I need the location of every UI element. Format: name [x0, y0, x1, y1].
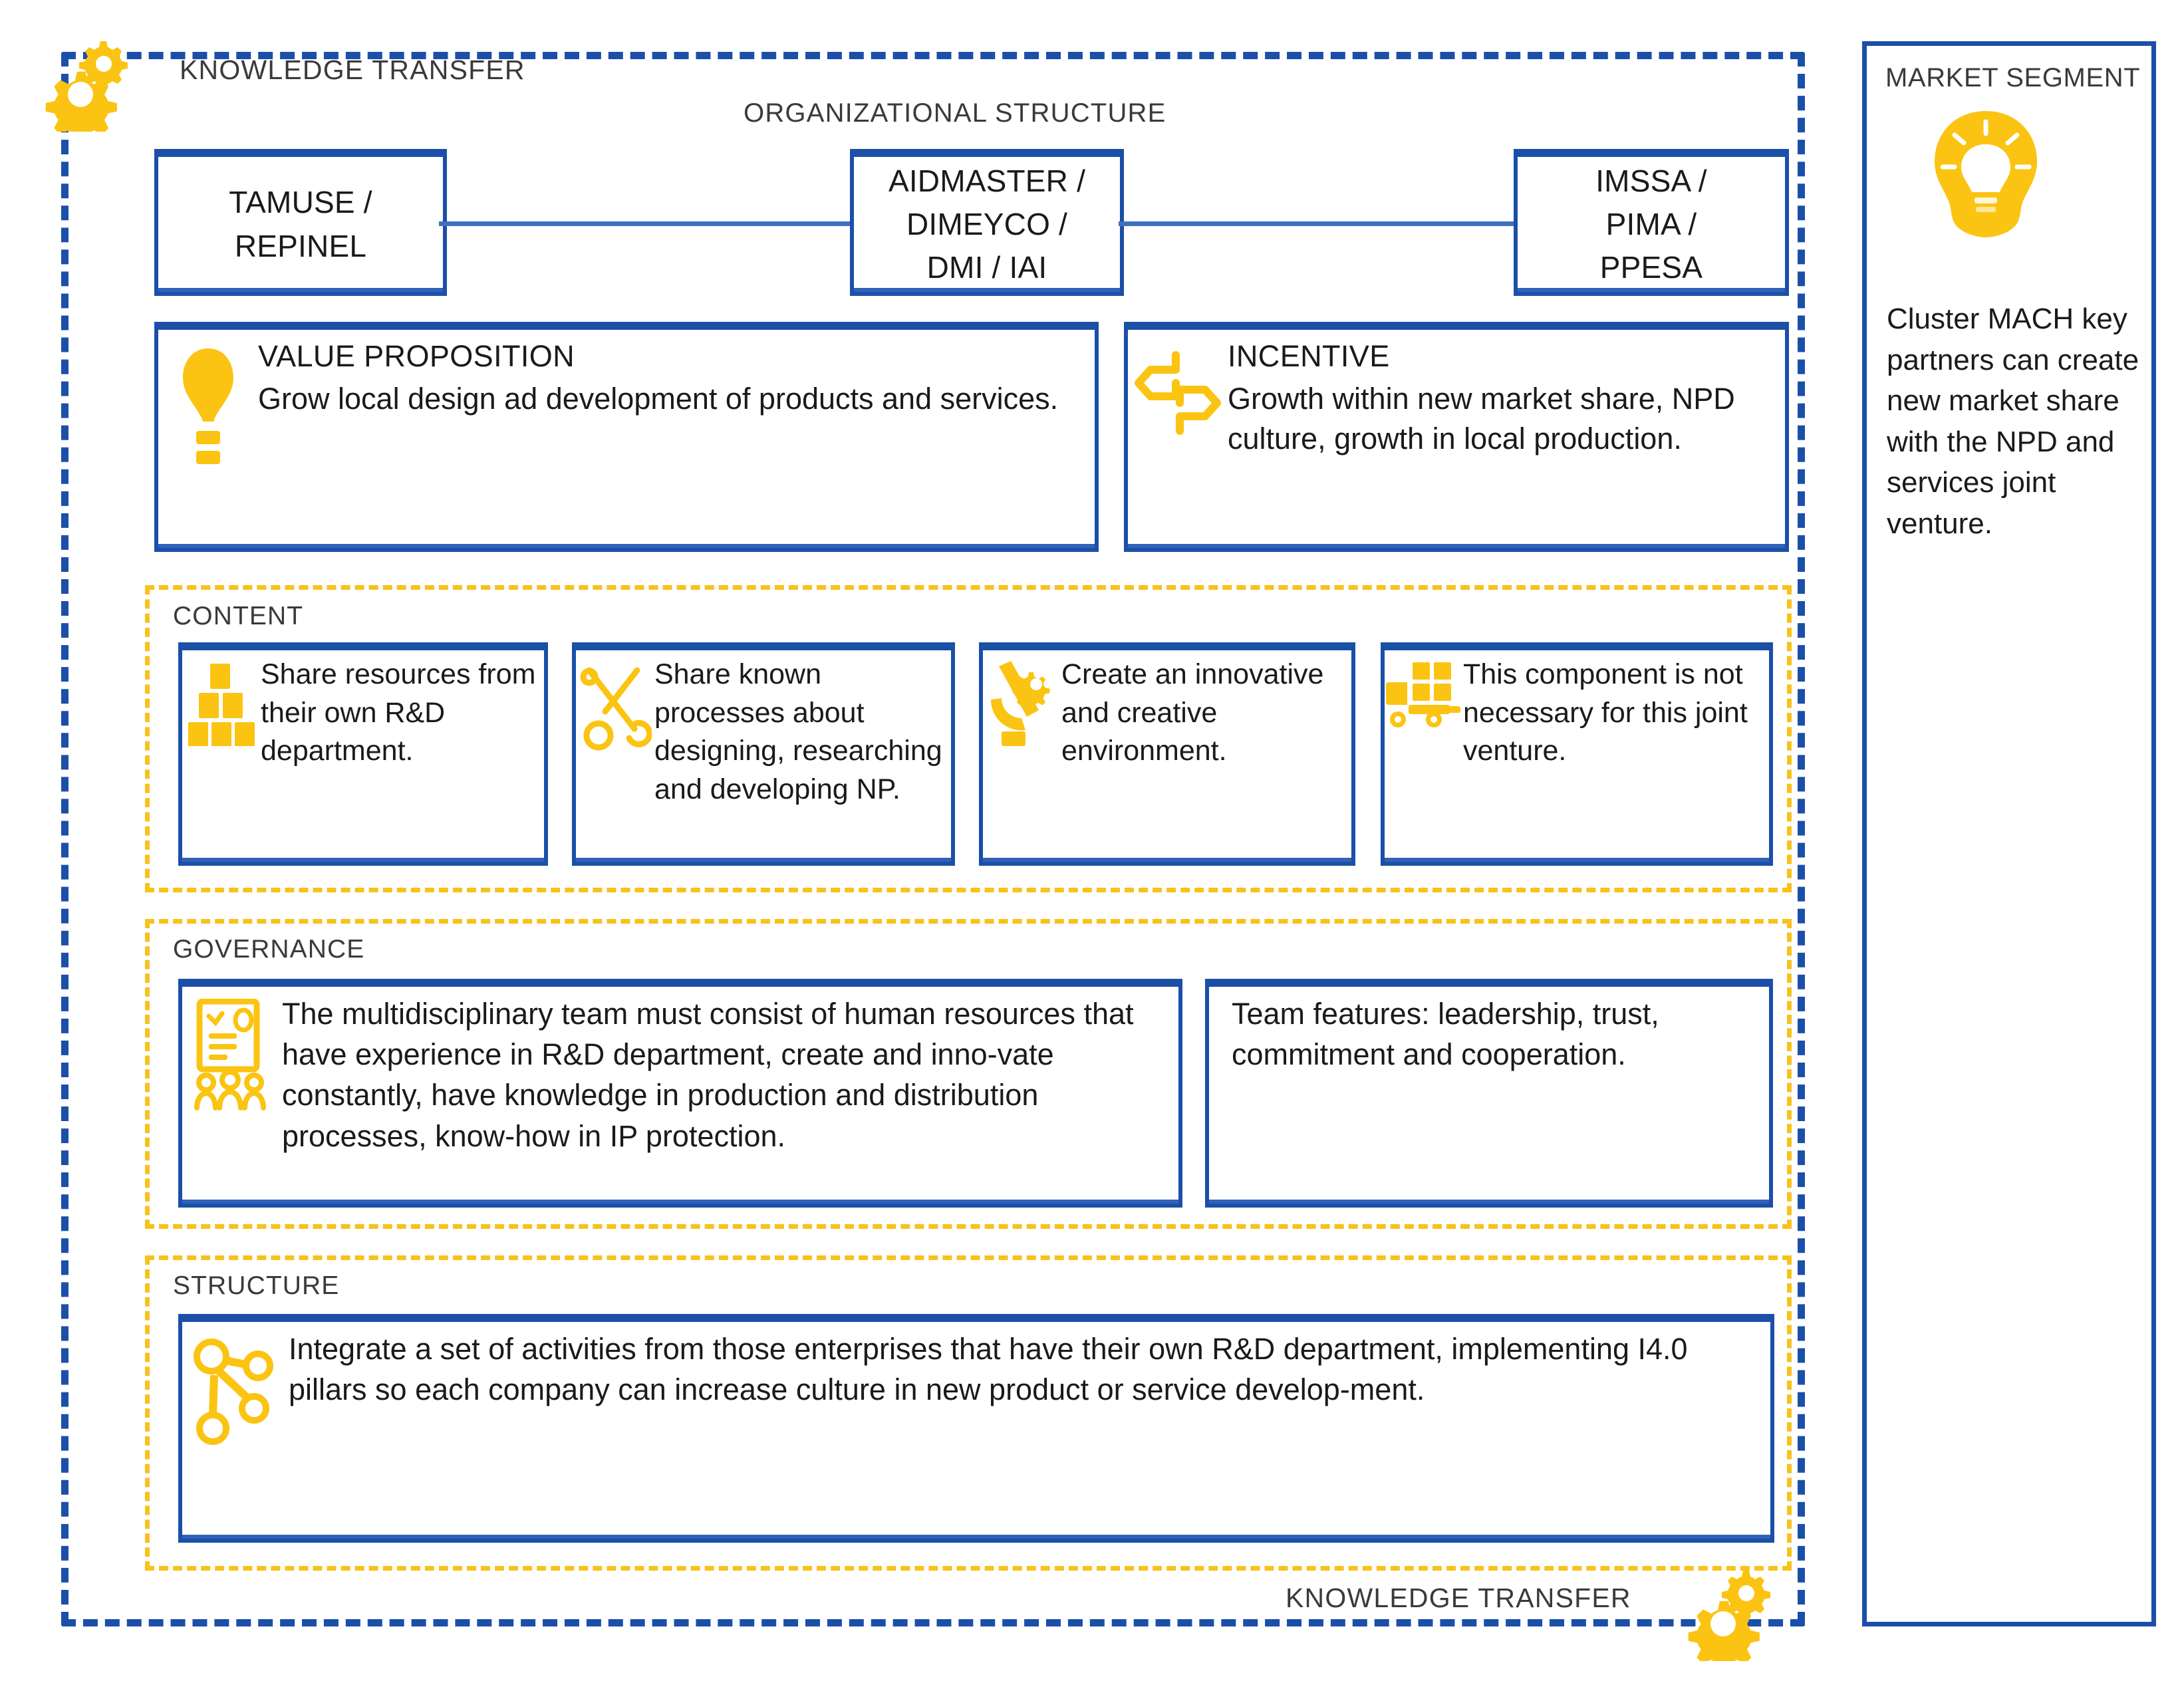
- incentive-title: INCENTIVE: [1228, 339, 1390, 373]
- stacked-boxes-icon: [182, 650, 261, 746]
- market-segment-title: MARKET SEGMENT: [1885, 63, 2141, 92]
- org-box-1-label: TAMUSE / REPINEL: [229, 185, 372, 263]
- knowledge-transfer-top-label: KNOWLEDGE TRANSFER: [180, 55, 525, 85]
- content-item-1-text: Share resources from their own R&D depar…: [261, 658, 536, 767]
- structure-item-1-text: Integrate a set of activities from those…: [289, 1332, 1688, 1407]
- card-top-bar: [178, 1314, 1774, 1322]
- organizational-structure-caption: ORGANIZATIONAL STRUCTURE: [744, 98, 1166, 128]
- structure-item-1[interactable]: Integrate a set of activities from those…: [178, 1314, 1774, 1543]
- content-item-4-text: This component is not necessary for this…: [1463, 658, 1748, 767]
- incentive-card[interactable]: INCENTIVE Growth within new market share…: [1124, 322, 1789, 552]
- org-box-1[interactable]: TAMUSE / REPINEL: [154, 149, 447, 296]
- content-group: [145, 585, 1792, 892]
- card-top-bar: [850, 149, 1124, 157]
- content-item-2[interactable]: Share known processes about designing, r…: [572, 642, 955, 866]
- content-item-3[interactable]: Create an innovative and creative enviro…: [979, 642, 1355, 866]
- market-segment-text: Cluster MACH key partners can create new…: [1887, 303, 2139, 540]
- value-proposition-title: VALUE PROPOSITION: [258, 339, 575, 373]
- governance-group: [145, 919, 1792, 1229]
- value-proposition-text: Grow local design ad development of prod…: [258, 382, 1059, 416]
- org-box-2[interactable]: AIDMASTER / DIMEYCO / DMI / IAI: [850, 149, 1124, 296]
- exchange-arrows-icon: [1128, 330, 1228, 443]
- org-connector-right: [1119, 221, 1518, 226]
- governance-group-label: GOVERNANCE: [168, 935, 370, 964]
- market-segment-panel[interactable]: MARKET SEGMENT Cluster MACH key partners…: [1862, 41, 2156, 1626]
- org-box-3-label: IMSSA / PIMA / PPESA: [1595, 163, 1707, 285]
- governance-item-1[interactable]: The multidisciplinary team must consist …: [178, 979, 1182, 1208]
- card-top-bar: [1124, 322, 1789, 330]
- card-top-bar: [178, 979, 1182, 987]
- governance-item-2-text: Team features: leadership, trust, commit…: [1232, 997, 1659, 1072]
- structure-group-label: STRUCTURE: [168, 1271, 345, 1301]
- card-top-bar: [154, 322, 1099, 330]
- card-top-bar: [154, 149, 447, 157]
- lightbulb-head-icon: [1923, 103, 2049, 253]
- microscope-icon: [983, 650, 1061, 753]
- content-group-label: CONTENT: [168, 602, 309, 631]
- content-item-3-text: Create an innovative and creative enviro…: [1061, 658, 1324, 767]
- org-box-3[interactable]: IMSSA / PIMA / PPESA: [1514, 149, 1789, 296]
- gears-icon: [39, 32, 165, 143]
- content-item-2-text: Share known processes about designing, r…: [654, 658, 942, 805]
- card-top-bar: [178, 642, 548, 650]
- card-top-bar: [979, 642, 1355, 650]
- delivery-truck-icon: [1385, 650, 1463, 733]
- card-top-bar: [1205, 979, 1773, 987]
- card-top-bar: [572, 642, 955, 650]
- network-nodes-icon: [182, 1322, 289, 1450]
- card-top-bar: [1514, 149, 1789, 157]
- content-item-4[interactable]: This component is not necessary for this…: [1381, 642, 1773, 866]
- knowledge-transfer-bottom-label: KNOWLEDGE TRANSFER: [1286, 1583, 1631, 1613]
- content-item-1[interactable]: Share resources from their own R&D depar…: [178, 642, 548, 866]
- scissors-wrench-icon: [576, 650, 654, 753]
- governance-item-2[interactable]: Team features: leadership, trust, commit…: [1205, 979, 1773, 1208]
- org-connector-left: [439, 221, 851, 226]
- org-box-2-label: AIDMASTER / DIMEYCO / DMI / IAI: [888, 163, 1086, 285]
- card-top-bar: [1381, 642, 1773, 650]
- structure-group: [145, 1255, 1792, 1571]
- governance-item-1-text: The multidisciplinary team must consist …: [282, 997, 1134, 1153]
- gears-icon: [1681, 1561, 1808, 1672]
- incentive-text: Growth within new market share, NPD cult…: [1228, 382, 1735, 455]
- clipboard-team-icon: [182, 987, 282, 1112]
- value-proposition-card[interactable]: VALUE PROPOSITION Grow local design ad d…: [154, 322, 1099, 552]
- lightbulb-exclamation-icon: [158, 330, 258, 476]
